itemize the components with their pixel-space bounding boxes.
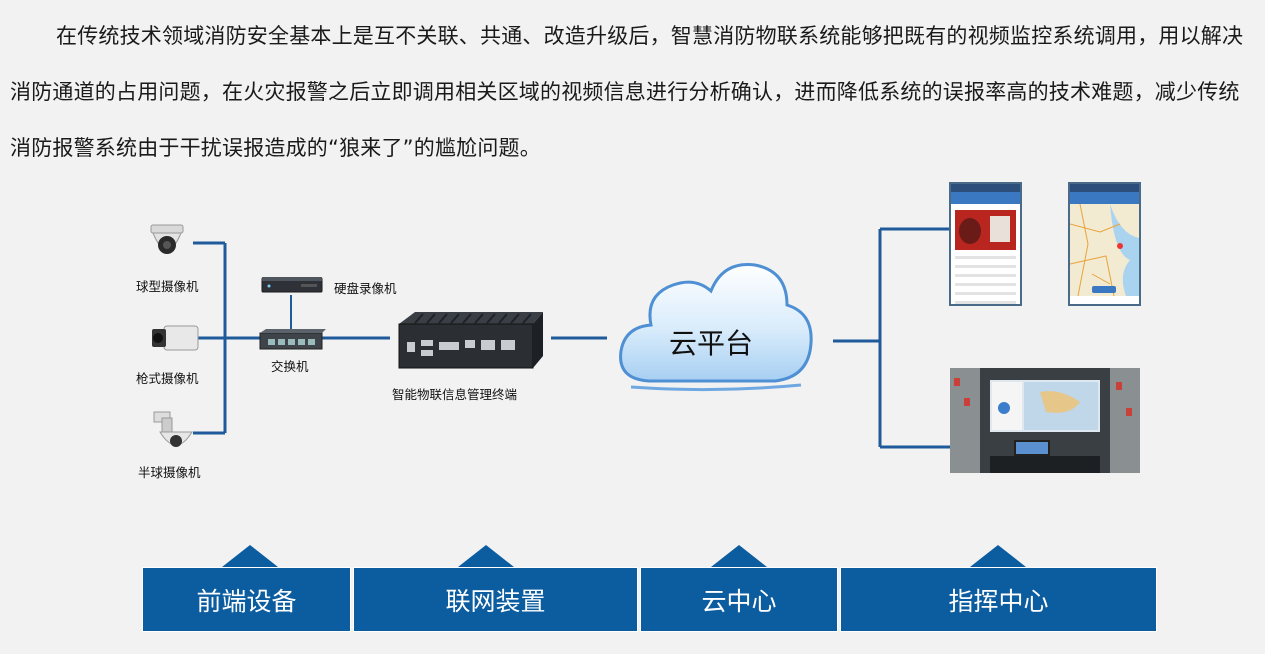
switch-icon	[259, 329, 326, 350]
arrow-up-icon	[222, 545, 278, 567]
terminal-device-icon	[398, 312, 543, 369]
section-front-end-devices: 前端设备	[142, 567, 351, 632]
command-center-photo	[950, 368, 1140, 473]
nvr-icon	[261, 277, 323, 293]
mobile-app-screen-map	[1068, 182, 1141, 306]
half-dome-camera-icon	[153, 411, 193, 447]
arrow-up-icon	[970, 545, 1026, 567]
nvr-label: 硬盘录像机	[334, 281, 397, 296]
half-dome-camera-label: 半球摄像机	[138, 465, 201, 480]
section-cloud-center: 云中心	[640, 567, 838, 632]
description-paragraph: 在传统技术领域消防安全基本上是互不关联、共通、改造升级后，智慧消防物联系统能够把…	[10, 24, 1244, 160]
section-command-center: 指挥中心	[840, 567, 1157, 632]
section-network-devices: 联网装置	[353, 567, 638, 632]
terminal-label: 智能物联信息管理终端	[392, 387, 518, 402]
mobile-app-screen-alarm	[949, 182, 1022, 306]
box-camera-label: 枪式摄像机	[136, 371, 199, 386]
map-icon	[1070, 203, 1139, 297]
box-camera-icon	[152, 325, 199, 351]
dome-camera-label: 球型摄像机	[136, 279, 199, 294]
arrow-up-icon	[458, 545, 514, 567]
switch-label: 交换机	[271, 359, 309, 374]
arrow-up-icon	[711, 545, 767, 567]
cloud-icon	[619, 263, 813, 392]
dome-camera-icon	[150, 224, 184, 254]
cloud-platform-label: 云平台	[669, 327, 754, 360]
alarm-photo	[955, 210, 1016, 250]
